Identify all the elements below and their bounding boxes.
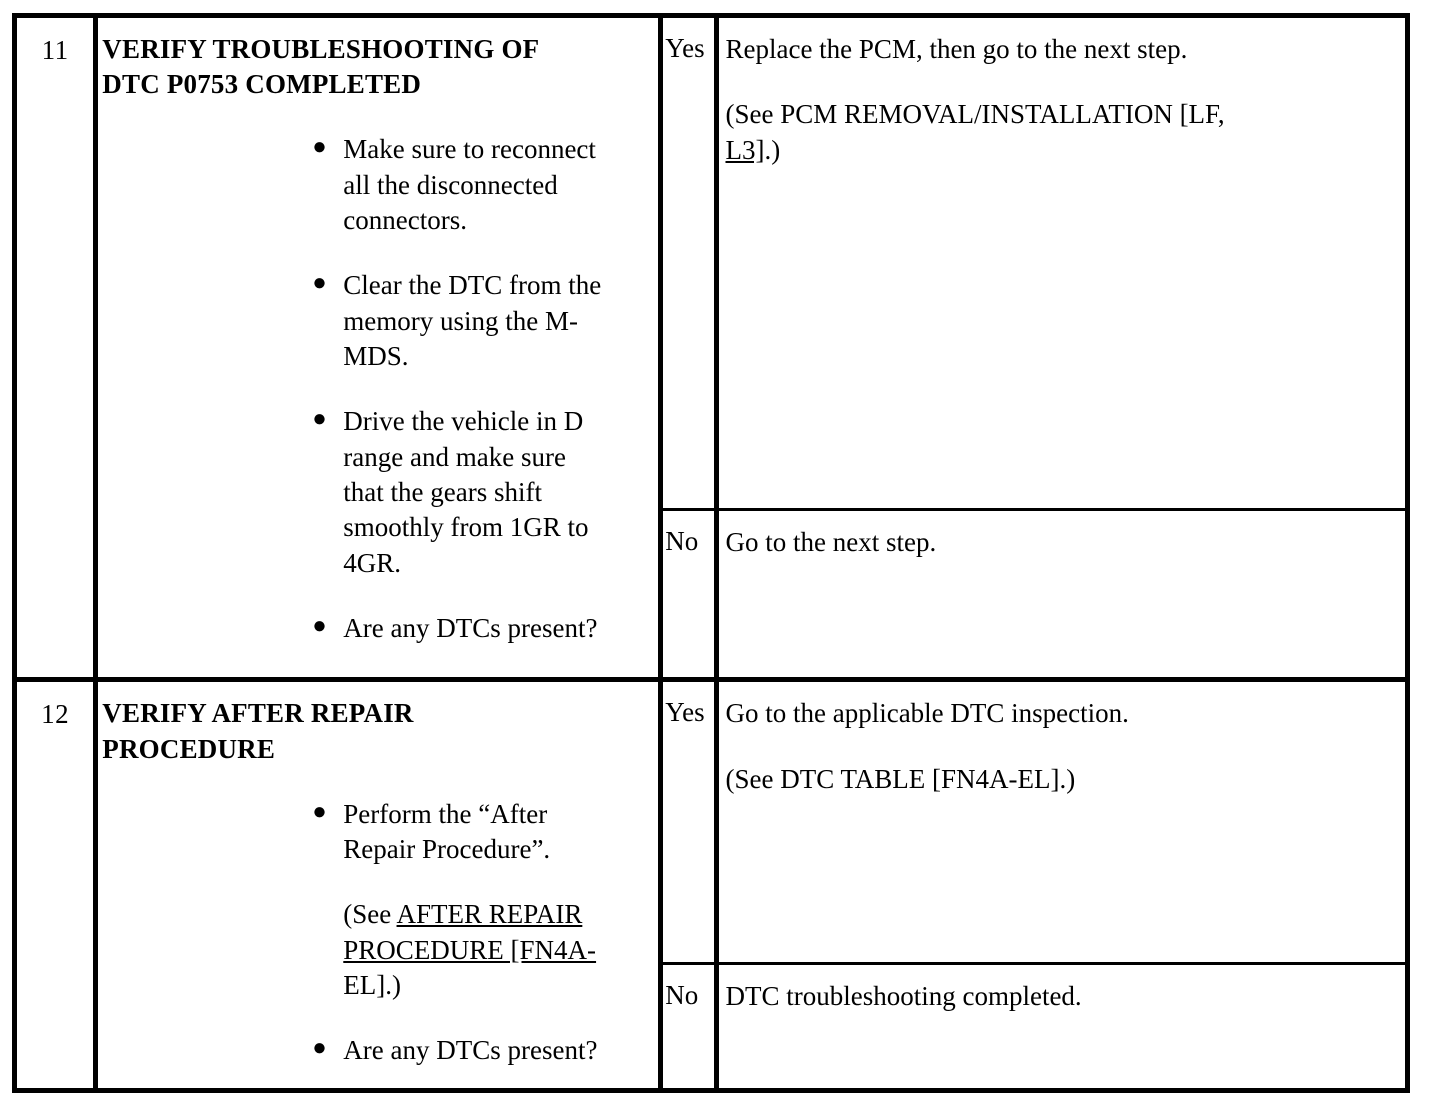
table-row-outcome-no: No DTC troubleshooting completed. xyxy=(15,961,1408,1091)
paragraph-gap xyxy=(725,732,1399,762)
action-result-cell-no: Go to the next step. xyxy=(716,507,1408,680)
bullet-line: connectors. xyxy=(343,204,467,235)
bullet-icon: ● xyxy=(312,406,327,433)
bullet-icon: ● xyxy=(312,613,327,640)
result-line: Go to the next step. xyxy=(725,526,937,557)
result-label-yes: Yes xyxy=(665,697,705,728)
result-label-cell-yes: Yes xyxy=(660,15,720,510)
result-line: DTC troubleshooting completed. xyxy=(725,980,1082,1011)
table-row: 11 VERIFY TROUBLESHOOTING OF DTC P0753 C… xyxy=(14,15,1408,680)
reference-note-line: EL].) xyxy=(343,970,401,1001)
result-action-text: Go to the applicable DTC inspection. (Se… xyxy=(719,685,1405,797)
result-label-yes: Yes xyxy=(665,33,705,63)
result-action-text: Go to the next step. xyxy=(719,512,1405,560)
action-title-line: PROCEDURE xyxy=(102,733,276,764)
reference-note: (See AFTER REPAIR PROCEDURE [FN4A- EL].) xyxy=(343,897,656,1003)
action-bullet-list: ● Perform the “After Repair Procedure”. … xyxy=(98,797,656,1069)
dtc-troubleshooting-table: 11 VERIFY TROUBLESHOOTING OF DTC P0753 C… xyxy=(12,13,1410,1093)
list-item: ● Are any DTCs present? xyxy=(98,1033,656,1068)
table-row-outcome-no: No Go to the next step. xyxy=(15,507,1408,680)
action-title-line: DTC P0753 COMPLETED xyxy=(102,69,422,100)
bullet-line: Make sure to reconnect xyxy=(343,134,596,165)
action-title: VERIFY TROUBLESHOOTING OF DTC P0753 COMP… xyxy=(98,18,656,102)
bullet-line: all the disconnected xyxy=(343,169,558,200)
action-result-cell-yes: Replace the PCM, then go to the next ste… xyxy=(717,16,1408,510)
reference-link[interactable]: L3] xyxy=(725,134,765,165)
bullet-line: that the gears shift xyxy=(343,477,542,508)
action-bullet-list: ● Make sure to reconnect all the disconn… xyxy=(98,132,656,646)
result-label-cell-no: No xyxy=(660,961,720,1091)
reference-link[interactable]: PROCEDURE [FN4A- xyxy=(343,934,597,965)
list-item: ● Drive the vehicle in D range and make … xyxy=(98,404,656,581)
bullet-line: range and make sure xyxy=(343,441,566,472)
result-action-text: DTC troubleshooting completed. xyxy=(719,966,1405,1014)
reference-link[interactable]: AFTER REPAIR xyxy=(396,899,583,930)
bullet-line: Are any DTCs present? xyxy=(343,613,598,644)
bullet-line: Are any DTCs present? xyxy=(343,1035,598,1066)
list-item: ● Make sure to reconnect all the disconn… xyxy=(98,132,656,238)
result-line: Go to the applicable DTC inspection. xyxy=(725,698,1129,729)
bullet-icon: ● xyxy=(312,798,327,825)
result-note-line: L3].) xyxy=(725,134,781,165)
action-title-line: VERIFY AFTER REPAIR xyxy=(102,698,414,729)
bullet-line: Perform the “After xyxy=(343,798,548,829)
bullet-line: Clear the DTC from the xyxy=(343,270,602,301)
bullet-icon: ● xyxy=(312,134,327,161)
bullet-line: Drive the vehicle in D xyxy=(343,406,584,437)
reference-note-line: (See AFTER REPAIR xyxy=(343,899,583,930)
result-label-no: No xyxy=(665,979,699,1010)
table-row: 12 VERIFY AFTER REPAIR PROCEDURE ● Perfo… xyxy=(14,677,1408,1091)
step-number: 11 xyxy=(41,35,69,65)
inspection-action-cell: VERIFY AFTER REPAIR PROCEDURE ● Perform … xyxy=(95,677,664,1091)
result-line: Replace the PCM, then go to the next ste… xyxy=(725,34,1188,64)
bullet-line: smoothly from 1GR to xyxy=(343,512,589,543)
result-action-text: Replace the PCM, then go to the next ste… xyxy=(719,18,1405,168)
result-label-cell-no: No xyxy=(660,507,720,680)
bullet-icon: ● xyxy=(312,270,327,297)
action-title: VERIFY AFTER REPAIR PROCEDURE xyxy=(98,685,656,767)
list-item: ● Are any DTCs present? xyxy=(98,611,656,646)
step-number-cell: 12 xyxy=(14,677,99,1091)
bullet-line: Repair Procedure”. xyxy=(343,834,551,865)
paragraph-gap xyxy=(725,67,1399,97)
action-result-cell-yes: Go to the applicable DTC inspection. (Se… xyxy=(716,677,1408,964)
bullet-line: memory using the M- xyxy=(343,305,579,336)
list-item: ● Clear the DTC from the memory using th… xyxy=(98,268,656,374)
bullet-line: 4GR. xyxy=(343,547,402,578)
result-note-line: (See DTC TABLE [FN4A-EL].) xyxy=(725,763,1076,794)
result-note-line: (See PCM REMOVAL/INSTALLATION [LF, xyxy=(725,99,1225,130)
result-label-cell-yes: Yes xyxy=(660,677,720,964)
bullet-line: MDS. xyxy=(343,340,409,371)
step-number-cell: 11 xyxy=(14,15,99,680)
result-label-no: No xyxy=(665,525,699,556)
inspection-action-cell: VERIFY TROUBLESHOOTING OF DTC P0753 COMP… xyxy=(95,15,664,680)
action-title-line: VERIFY TROUBLESHOOTING OF xyxy=(102,34,540,64)
bullet-icon: ● xyxy=(312,1035,327,1062)
step-number: 12 xyxy=(41,699,70,730)
action-result-cell-no: DTC troubleshooting completed. xyxy=(716,961,1408,1091)
list-item: ● Perform the “After Repair Procedure”. … xyxy=(98,797,656,1004)
